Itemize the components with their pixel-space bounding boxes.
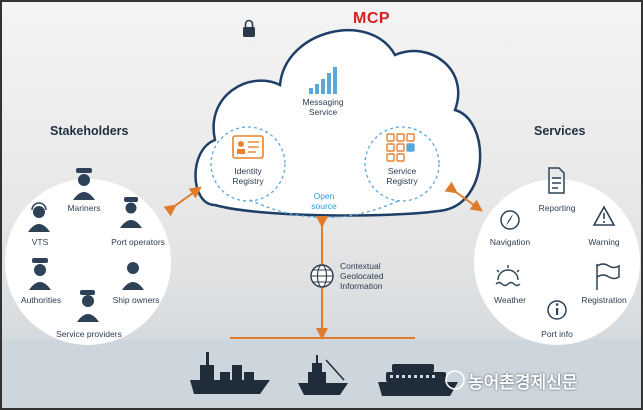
signal-bars-icon [309,67,337,94]
lock-icon [243,19,255,37]
open-source-arc [249,199,401,219]
service-warning: Warning [588,237,620,247]
contextual-info-label: Contextual Geolocated Information [340,261,384,291]
info-icon [547,300,567,320]
globe-icon [310,264,334,288]
stakeholder-ship-owners: Ship owners [112,295,160,305]
stakeholder-mariners: Mariners [67,203,101,213]
service-registry-label: Service Registry [386,166,418,186]
identity-registry-ring [210,126,286,202]
mcp-cloud [194,29,482,217]
service-provider-person-icon [77,290,99,322]
cargo-ship-icon [190,352,270,394]
document-icon [548,167,565,194]
service-registry-ring [364,126,440,202]
service-registration: Registration [581,295,627,305]
identity-registry-label: Identity Registry [232,166,264,186]
tug-boat-icon [298,355,348,395]
passenger-ship-icon [378,364,458,396]
messaging-service-label: Messaging Service [302,97,344,117]
watermark-text: 농어촌경제신문 [468,373,578,393]
service-reporting: Reporting [538,203,576,213]
services-circle [474,179,640,345]
stakeholders-title: Stakeholders [50,124,129,138]
service-grid-icon [386,133,415,162]
weather-sun-icon [495,265,521,287]
warning-icon [592,205,616,226]
ship-owner-person-icon [122,262,144,290]
flag-icon [596,263,620,290]
watermark-logo-icon [445,370,465,390]
stakeholders-arrow [163,186,202,217]
stakeholder-port-operators: Port operators [111,237,165,247]
mcp-label: MCP [353,10,391,27]
stakeholder-vts: VTS [31,237,49,247]
compass-icon [500,210,520,230]
port-operator-person-icon [120,197,142,228]
service-navigation: Navigation [489,237,531,247]
id-card-icon [232,135,264,159]
stakeholder-authorities: Authorities [20,295,62,305]
vts-headset-person-icon [28,202,50,232]
service-weather: Weather [494,295,526,305]
mariner-person-icon [73,168,95,200]
open-source-label: Open source [311,191,337,211]
authority-person-icon [29,258,51,290]
passenger-ship-windows [390,375,435,378]
services-title: Services [534,124,586,138]
stakeholder-service-providers: Service providers [56,329,122,339]
services-arrow [444,181,483,212]
service-port-info: Port info [541,329,573,339]
